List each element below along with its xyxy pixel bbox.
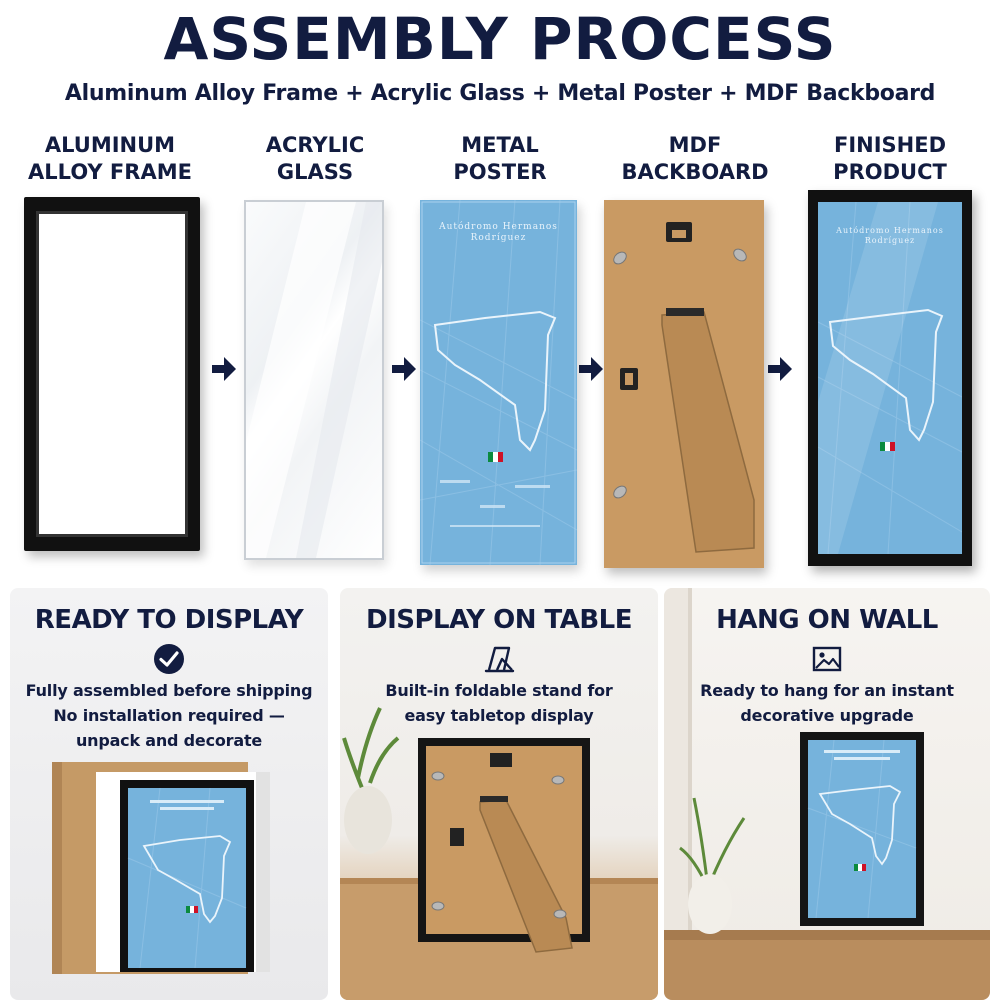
panel-title: READY TO DISPLAY [34,605,304,635]
panel-hang-on-wall: HANG ON WALL Ready to hang for an instan… [664,588,990,1000]
poster-title-line2: Rodríguez [864,236,916,245]
arrow-right-icon [392,357,416,381]
page-subtitle: Aluminum Alloy Frame + Acrylic Glass + M… [64,81,936,106]
panel-description: Fully assembled before shipping No insta… [25,681,313,750]
metal-poster-image: Autódromo Hermanos Rodríguez [420,200,577,565]
finished-product-image: Autódromo Hermanos Rodríguez [808,190,972,566]
poster-title-line2: Rodríguez [470,233,527,243]
mdf-backboard-image [604,200,764,568]
easel-stand-icon [484,646,515,673]
poster-title-line1: Autódromo Hermanos [439,222,558,232]
arrow-right-icon [212,357,236,381]
checkmark-circle-icon [154,644,184,674]
arrow-right-icon [768,357,792,381]
page-title: ASSEMBLY PROCESS [163,5,837,73]
panel-display-on-table: DISPLAY ON TABLE Built-in foldable stand… [340,588,658,1000]
aluminum-frame-image [24,197,200,551]
arrow-right-icon [579,357,603,381]
panel-description: Ready to hang for an instant decorative … [700,681,954,725]
table-stand-illustration [340,707,658,1000]
packaged-frame-illustration [52,762,270,974]
panel-description: Built-in foldable stand for easy tableto… [385,681,613,725]
poster-title-line1: Autódromo Hermanos [836,226,944,235]
wall-hang-illustration [664,588,990,1000]
panel-ready-to-display: READY TO DISPLAY Fully assembled before … [10,588,328,1000]
acrylic-glass-image [244,200,384,560]
panel-title: DISPLAY ON TABLE [365,605,633,635]
panel-title: HANG ON WALL [716,605,938,635]
picture-icon [812,646,842,672]
